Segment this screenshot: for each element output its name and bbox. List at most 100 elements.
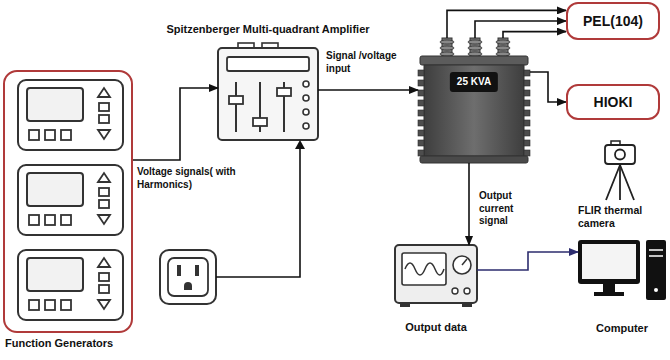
scope-knob bbox=[464, 288, 470, 294]
camera-lens bbox=[615, 150, 625, 160]
tripod-leg bbox=[620, 165, 634, 200]
cooling-fin bbox=[524, 140, 530, 146]
bushing-shed bbox=[468, 40, 482, 44]
outlet-slot bbox=[177, 265, 181, 276]
amplifier-jack bbox=[303, 109, 309, 115]
tripod-leg bbox=[606, 165, 620, 200]
connector-line bbox=[447, 10, 566, 38]
connector-line bbox=[503, 32, 566, 38]
node-label: 25 KVA bbox=[450, 72, 498, 92]
transformer-base bbox=[420, 156, 528, 163]
cooling-fin bbox=[524, 130, 530, 136]
node-label: PEL(104) bbox=[583, 13, 643, 30]
camera-node: FLIR thermal camera bbox=[576, 140, 668, 232]
outlet-plate bbox=[160, 250, 216, 304]
outlet-face bbox=[168, 258, 208, 296]
slider-track bbox=[235, 82, 237, 132]
transformer-tank bbox=[424, 65, 524, 156]
node-label: Output data bbox=[405, 321, 467, 334]
monitor-stand bbox=[603, 284, 615, 292]
node-label: FLIR thermal camera bbox=[578, 204, 666, 229]
transformer-node: 25 KVA bbox=[418, 58, 530, 163]
camera-body bbox=[605, 145, 635, 164]
cooling-fin bbox=[418, 70, 424, 76]
cooling-fin bbox=[418, 150, 424, 156]
monitor-screen bbox=[582, 244, 636, 279]
connector-line bbox=[468, 163, 470, 245]
meter-needle bbox=[462, 259, 467, 265]
amplifier-jack bbox=[303, 123, 309, 129]
cooling-fin bbox=[524, 70, 530, 76]
instrument-group: Function Generators bbox=[3, 70, 133, 333]
cooling-fin bbox=[418, 100, 424, 106]
tripod-leg bbox=[619, 165, 621, 200]
scope-meter bbox=[453, 256, 471, 274]
cooling-fin bbox=[524, 120, 530, 126]
cooling-fin bbox=[418, 110, 424, 116]
bushing-shed bbox=[496, 46, 510, 50]
connector-line bbox=[318, 89, 418, 91]
bushing-sheds bbox=[440, 40, 510, 56]
amplifier-node: Spitzenberger Multi-quadrant Amplifier bbox=[218, 48, 318, 140]
instrument-box: HIOKI bbox=[566, 84, 660, 120]
connector bbox=[133, 88, 218, 160]
bushing-shed bbox=[440, 52, 454, 56]
cooling-fin bbox=[418, 80, 424, 86]
cooling-fin bbox=[418, 120, 424, 126]
connector bbox=[530, 72, 566, 102]
outlet-ground bbox=[184, 282, 192, 290]
connector-line bbox=[477, 252, 578, 270]
edge-label: Output current signal bbox=[479, 190, 539, 228]
bushing-shed bbox=[496, 52, 510, 56]
scope-wave bbox=[405, 263, 444, 275]
outlet-slot bbox=[195, 265, 199, 276]
cooling-fin bbox=[524, 150, 530, 156]
amplifier-jack bbox=[303, 81, 309, 87]
bushing-shed bbox=[496, 40, 510, 44]
power-outlet bbox=[160, 140, 305, 304]
connector bbox=[477, 252, 578, 270]
node-label: HIOKI bbox=[594, 94, 633, 111]
amplifier-icon bbox=[218, 43, 318, 140]
transformer-fins bbox=[418, 70, 530, 156]
computer-node: Computer bbox=[578, 240, 666, 300]
tower-slot bbox=[649, 255, 663, 257]
slider-knob bbox=[277, 88, 291, 96]
scope-foot bbox=[462, 303, 472, 307]
cooling-fin bbox=[418, 90, 424, 96]
scope-screen bbox=[402, 253, 446, 285]
connector bbox=[318, 90, 418, 91]
instrument-box: PEL(104) bbox=[566, 2, 660, 40]
tower-slot bbox=[649, 249, 663, 251]
cooling-fin bbox=[524, 90, 530, 96]
cooling-fin bbox=[524, 80, 530, 86]
slider-knob bbox=[253, 118, 267, 126]
bushing-shed bbox=[440, 40, 454, 44]
connector-line bbox=[530, 72, 566, 102]
scope-foot bbox=[400, 303, 410, 307]
node-label: Computer bbox=[596, 322, 648, 335]
monitor bbox=[578, 240, 640, 284]
cooling-fin bbox=[524, 100, 530, 106]
cooling-fin bbox=[524, 110, 530, 116]
scope-knob bbox=[452, 288, 458, 294]
computer-icon bbox=[578, 240, 666, 300]
transformer-illustration bbox=[418, 38, 530, 163]
cooling-fin bbox=[418, 130, 424, 136]
mains-arrowhead bbox=[295, 140, 305, 149]
bushing-shed bbox=[468, 52, 482, 56]
tower-button bbox=[654, 288, 658, 292]
bushing-shed bbox=[440, 46, 454, 50]
node-label: Function Generators bbox=[5, 337, 113, 350]
oscilloscope-icon bbox=[395, 245, 477, 307]
function-generator-icon bbox=[18, 80, 123, 150]
amplifier-display bbox=[227, 57, 309, 71]
thermal-camera-icon bbox=[605, 141, 635, 200]
oscilloscope-node: Output data bbox=[395, 245, 477, 303]
amplifier-body bbox=[218, 48, 318, 140]
function-generator-icon bbox=[18, 250, 123, 320]
monitor-base bbox=[594, 292, 624, 296]
computer-tower bbox=[646, 240, 666, 300]
bushing-shed bbox=[468, 46, 482, 50]
